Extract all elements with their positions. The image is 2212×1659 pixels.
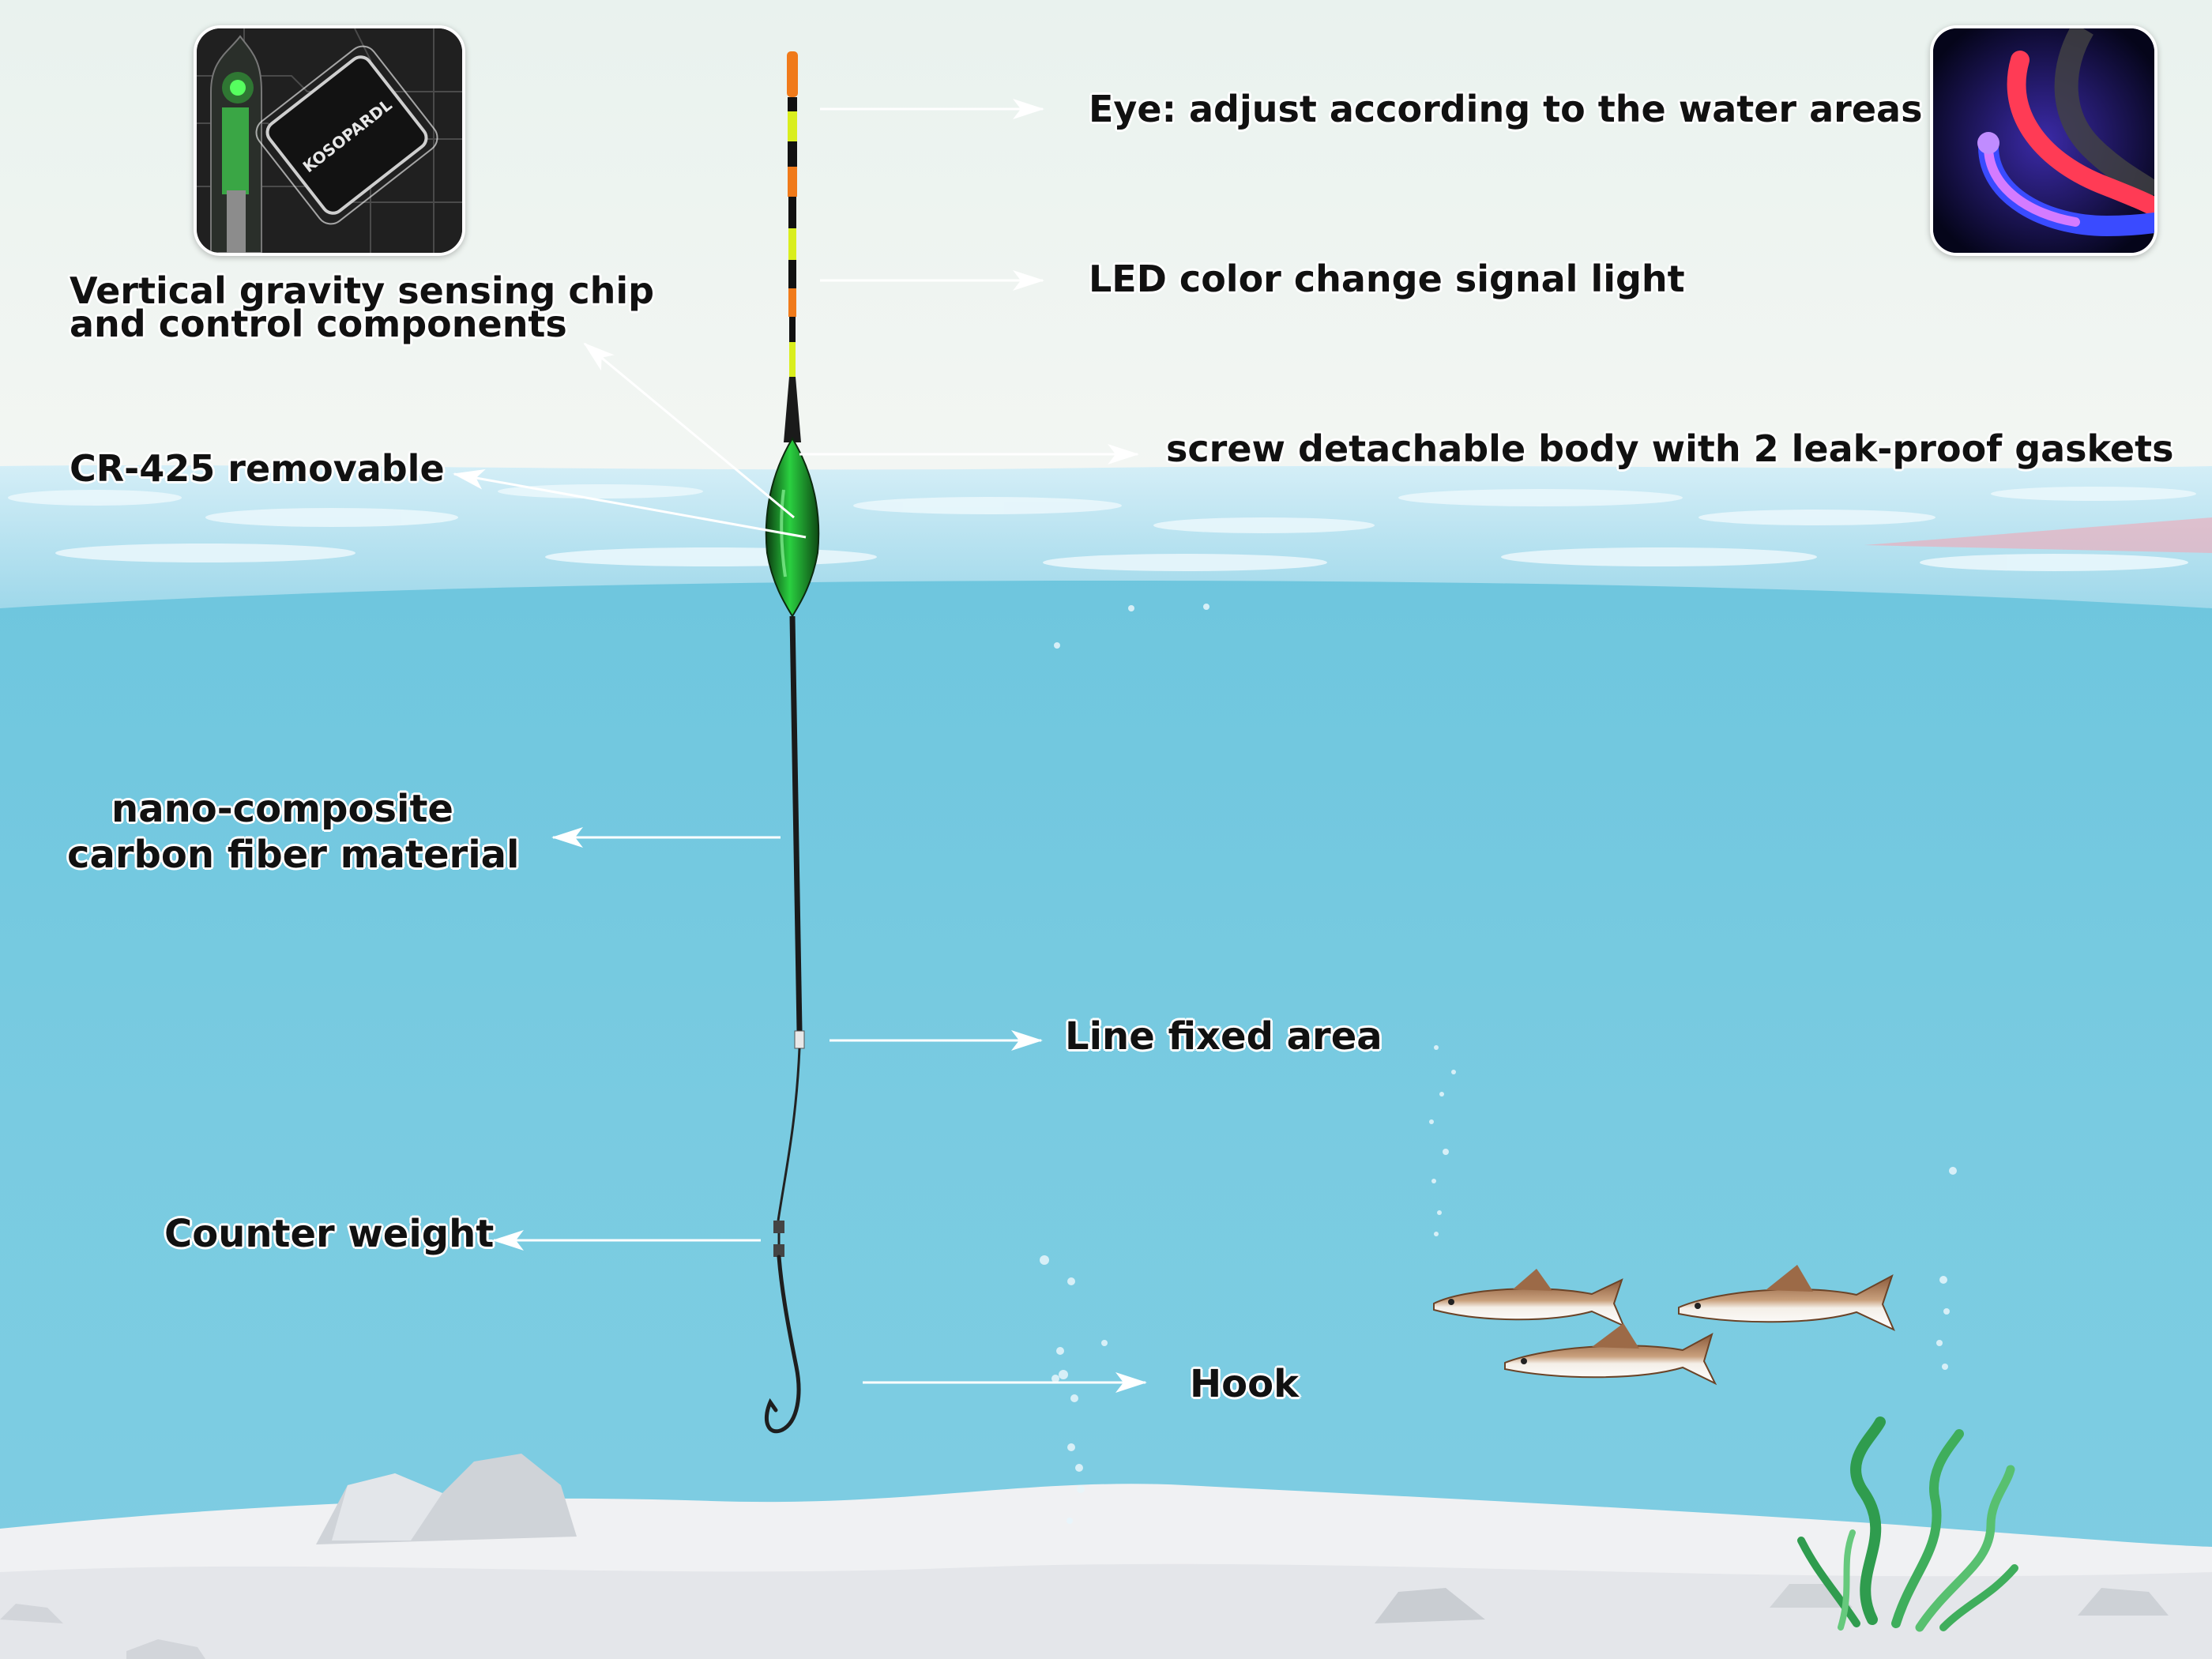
fishing-line	[777, 1048, 801, 1221]
label-eye: Eye: adjust according to the water areas	[1089, 88, 1923, 130]
label-hook: Hook	[1190, 1362, 1300, 1406]
fish	[1678, 1265, 1895, 1332]
float-antenna	[784, 51, 801, 442]
label-chip-line1: Vertical gravity sensing chip	[70, 269, 655, 312]
seaweed	[1797, 1416, 2018, 1632]
counter-weight-sinker	[773, 1221, 784, 1233]
label-chip-line2: and control components	[70, 303, 567, 345]
surface-ripples	[8, 484, 2196, 571]
fish	[1504, 1323, 1717, 1386]
water-background	[0, 553, 2212, 1659]
label-carbon-line2: carbon fiber material	[67, 833, 520, 877]
fish	[1433, 1269, 1625, 1327]
label-carbon-line1: nano-composite	[111, 787, 453, 831]
float-bulb-highlight	[780, 489, 787, 577]
float-stem	[789, 615, 803, 1032]
label-body: screw detachable body with 2 leak-proof …	[1166, 427, 2174, 470]
label-battery: CR-425 removable	[70, 447, 445, 490]
fish-school	[1433, 1265, 1895, 1386]
pointer-lines	[453, 99, 1147, 1393]
label-carbon: nano-composite carbon fiber material	[67, 787, 520, 877]
horizon-glint	[1864, 517, 2212, 553]
pointer-battery	[453, 468, 807, 539]
led-illustration	[1933, 28, 2154, 253]
counter-weight-sinker	[773, 1244, 784, 1257]
led-photo	[1930, 25, 2157, 256]
label-chip: Vertical gravity sensing chip and contro…	[70, 273, 654, 342]
chip-photo: KOSOPARDL	[194, 25, 465, 256]
label-counter-weight: Counter weight	[164, 1212, 495, 1256]
chip-illustration: KOSOPARDL	[197, 28, 462, 253]
label-line-fixed: Line fixed area	[1065, 1014, 1382, 1059]
sand-shadow	[0, 1563, 2212, 1659]
line-fixed-ring	[794, 1030, 805, 1049]
rocks	[0, 1454, 2169, 1659]
bubbles	[1040, 604, 1957, 1524]
pointer-chip	[583, 342, 795, 519]
hook	[764, 1255, 801, 1434]
label-led: LED color change signal light	[1089, 258, 1685, 300]
